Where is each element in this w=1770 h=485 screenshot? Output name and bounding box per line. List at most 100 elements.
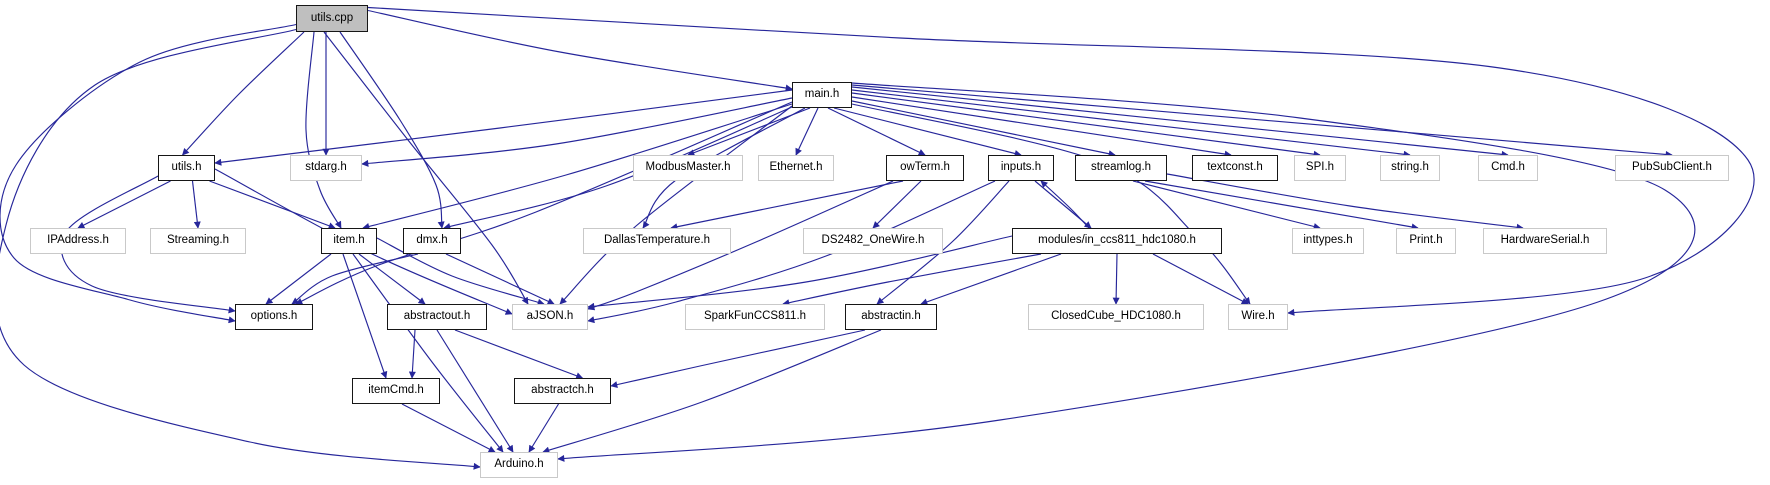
- node-main-h[interactable]: main.h: [792, 82, 852, 108]
- edge-utils_cpp-main_h: [367, 9, 793, 92]
- edge-inputs_h-abstractin_h: [876, 180, 1010, 305]
- edge-main_h-streamlog_h: [851, 100, 1116, 158]
- node-cmd-h[interactable]: Cmd.h: [1478, 155, 1538, 181]
- node-stdarg-h[interactable]: stdarg.h: [290, 155, 362, 181]
- node-label: modules/in_ccs811_hdc1080.h: [1038, 234, 1196, 247]
- node-label: DS2482_OneWire.h: [821, 234, 925, 247]
- edge-dmx_h-options_h: [291, 253, 419, 305]
- edge-main_h-stdarg_h: [361, 97, 793, 167]
- edge-utils_cpp-dmx_h: [339, 31, 445, 229]
- edge-itemcmd_h-arduino_h: [401, 403, 496, 453]
- edge-main_h-dmx_h: [443, 106, 793, 230]
- node-label: abstractin.h: [861, 310, 921, 323]
- node-modbusmaster-h[interactable]: ModbusMaster.h: [633, 155, 743, 181]
- node-streamlog-h[interactable]: streamlog.h: [1075, 155, 1167, 181]
- edge-main_h-item_h: [362, 103, 793, 230]
- edge-utils_h-streaming_h: [191, 180, 201, 229]
- edge-main_h-arduino_h: [557, 82, 1696, 462]
- node-textconst-h[interactable]: textconst.h: [1192, 155, 1278, 181]
- edge-modules_in_ccs811_hdc1080_h-ajson_h: [587, 235, 1013, 310]
- edge-item_h-options_h: [265, 253, 332, 305]
- node-itemcmd-h[interactable]: itemCmd.h: [352, 378, 440, 404]
- edge-main_h-ajson_h: [559, 105, 793, 305]
- node-arduino-h[interactable]: Arduino.h: [480, 452, 558, 478]
- node-label: streamlog.h: [1090, 161, 1152, 174]
- node-label: ClosedCube_HDC1080.h: [1051, 310, 1181, 323]
- node-label: utils.h: [171, 161, 202, 174]
- edge-utils_cpp-item_h: [305, 31, 342, 229]
- node-dallastemperature-h[interactable]: DallasTemperature.h: [583, 228, 731, 254]
- node-ds2482-onewire-h[interactable]: DS2482_OneWire.h: [803, 228, 943, 254]
- edge-main_h-inputs_h: [833, 107, 1022, 157]
- node-label: Ethernet.h: [769, 161, 823, 174]
- node-label: options.h: [250, 310, 298, 323]
- node-label: SparkFunCCS811.h: [703, 310, 807, 323]
- edge-abstractout_h-abstractch_h: [454, 329, 584, 380]
- node-label: Print.h: [1409, 234, 1443, 247]
- node-owterm-h[interactable]: owTerm.h: [886, 155, 964, 181]
- edge-abstractin_h-abstractch_h: [610, 329, 866, 389]
- node-dmx-h[interactable]: dmx.h: [403, 228, 461, 254]
- node-label: SPI.h: [1305, 161, 1335, 174]
- edge-utils_cpp-wire_h: [367, 6, 1755, 316]
- edge-main_h-owterm_h: [827, 107, 926, 156]
- edge-owterm_h-ajson_h: [587, 180, 894, 311]
- edge-streamlog_h-hardwareserial_h: [1166, 173, 1524, 231]
- node-abstractin-h[interactable]: abstractin.h: [845, 304, 937, 330]
- node-label: textconst.h: [1207, 161, 1263, 174]
- edge-utils_cpp-arduino_h: [0, 28, 481, 470]
- node-utils-h[interactable]: utils.h: [158, 155, 215, 181]
- edge-dmx_h-ajson_h: [445, 253, 555, 305]
- edge-main_h-string_h: [851, 89, 1411, 158]
- node-abstractout-h[interactable]: abstractout.h: [387, 304, 487, 330]
- node-label: string.h: [1391, 161, 1429, 174]
- node-label: owTerm.h: [900, 161, 950, 174]
- node-abstractch-h[interactable]: abstractch.h: [514, 378, 611, 404]
- node-spi-h[interactable]: SPI.h: [1294, 155, 1346, 181]
- node-inputs-h[interactable]: inputs.h: [988, 155, 1054, 181]
- node-print-h[interactable]: Print.h: [1396, 228, 1456, 254]
- node-item-h[interactable]: item.h: [321, 228, 377, 254]
- node-inttypes-h[interactable]: inttypes.h: [1292, 228, 1364, 254]
- edge-abstractout_h-arduino_h: [436, 329, 514, 453]
- node-options-h[interactable]: options.h: [235, 304, 313, 330]
- node-pubsubclient-h[interactable]: PubSubClient.h: [1615, 155, 1729, 181]
- node-sparkfunccs811-h[interactable]: SparkFunCCS811.h: [685, 304, 825, 330]
- edge-abstractout_h-itemcmd_h: [408, 329, 416, 379]
- edge-modules_in_ccs811_hdc1080_h-closedcube_hdc1080_h: [1112, 253, 1120, 305]
- edge-owterm_h-dallastemperature_h: [670, 180, 904, 231]
- node-label: PubSubClient.h: [1632, 161, 1712, 174]
- edge-item_h-itemcmd_h: [342, 253, 388, 379]
- node-label: Cmd.h: [1491, 161, 1525, 174]
- edge-modules_in_ccs811_hdc1080_h-sparkfunccs811_h: [782, 253, 1042, 307]
- node-ipaddress-h[interactable]: IPAddress.h: [30, 228, 126, 254]
- edge-streamlog_h-inttypes_h: [1132, 180, 1321, 230]
- edge-main_h-cmd_h: [851, 86, 1509, 158]
- node-label: DallasTemperature.h: [603, 234, 711, 247]
- node-closedcube-hdc1080-h[interactable]: ClosedCube_HDC1080.h: [1028, 304, 1204, 330]
- node-label: HardwareSerial.h: [1500, 234, 1590, 247]
- node-label: abstractout.h: [403, 310, 471, 323]
- edge-abstractin_h-arduino_h: [542, 329, 882, 454]
- edge-main_h-spi_h: [851, 92, 1321, 158]
- edge-utils_h-ipaddress_h: [77, 180, 171, 229]
- node-label: Arduino.h: [494, 458, 544, 471]
- node-modules-in-ccs811-hdc1080-h[interactable]: modules/in_ccs811_hdc1080.h: [1012, 228, 1222, 254]
- node-label: utils.cpp: [310, 11, 354, 24]
- node-ajson-h[interactable]: aJSON.h: [512, 304, 588, 330]
- edge-main_h-options_h: [295, 101, 793, 305]
- edge-streamlog_h-print_h: [1144, 180, 1419, 231]
- node-streaming-h[interactable]: Streaming.h: [150, 228, 246, 254]
- node-label: dmx.h: [416, 234, 448, 247]
- edge-modules_in_ccs811_hdc1080_h-abstractin_h: [920, 253, 1062, 306]
- edge-utils_cpp-ajson_h: [323, 31, 529, 305]
- node-ethernet-h[interactable]: Ethernet.h: [758, 155, 834, 181]
- node-utils-cpp[interactable]: utils.cpp: [296, 5, 368, 32]
- node-wire-h[interactable]: Wire.h: [1228, 304, 1288, 330]
- node-label: IPAddress.h: [47, 234, 109, 247]
- edge-main_h-utils_h: [214, 89, 793, 166]
- node-hardwareserial-h[interactable]: HardwareSerial.h: [1483, 228, 1607, 254]
- node-string-h[interactable]: string.h: [1380, 155, 1440, 181]
